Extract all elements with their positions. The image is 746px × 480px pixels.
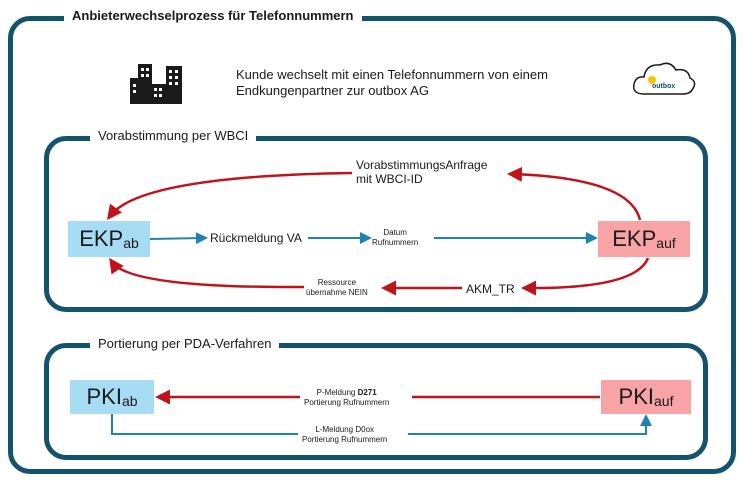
wbci-section-title: Vorabstimmung per WBCI [90, 128, 257, 143]
ekp-auf-sub: auf [656, 235, 676, 251]
ekp-ab-sub: ab [123, 235, 139, 251]
pmeldung-code: D271 [357, 388, 377, 397]
ekp-ab-main: EKP [79, 226, 124, 251]
pda-section-frame [44, 343, 708, 460]
ekp-auf-main: EKP [612, 226, 657, 251]
pki-auf-sub: auf [654, 393, 674, 409]
anfrage-line-1: VorabstimmungsAnfrage [356, 158, 488, 172]
customer-description: Kunde wechselt mit einen Telefonnummern … [236, 67, 548, 99]
datum-line-1: Datum [383, 228, 407, 237]
anfrage-line-2: mit WBCI-ID [356, 172, 423, 186]
pki-auf-main: PKI [618, 384, 654, 409]
outbox-cloud-logo: outbox [632, 62, 696, 95]
ressource-label: Ressource übernahme NEIN [306, 278, 368, 298]
pmeldung-line-2: Portierung Rufnummern [304, 398, 390, 407]
pmeldung-prefix: P-Meldung [316, 388, 358, 397]
anfrage-arrow-right [507, 166, 642, 221]
anfrage-label: VorabstimmungsAnfrage mit WBCI-ID [356, 158, 488, 186]
ressource-line-2: übernahme NEIN [306, 288, 368, 297]
akm-label: AKM_TR [466, 282, 515, 296]
lmeldung-line-left [111, 414, 298, 435]
building-icon [130, 64, 182, 104]
anfrage-arrow-left [106, 171, 353, 220]
customer-line-2: Endkungenpartner zur outbox AG [236, 83, 429, 98]
pmeldung-label: P-Meldung D271 Portierung Rufnummern [304, 388, 390, 408]
datum-line-2: Rufnummern [372, 238, 419, 247]
pda-section-title: Portierung per PDA-Verfahren [90, 336, 280, 351]
lmeldung-line-1: L-Meldung D0ox [315, 425, 375, 434]
lmeldung-line-2: Portierung Rufnummern [302, 435, 388, 444]
ressource-line-1: Ressource [317, 278, 357, 287]
outer-frame [8, 16, 736, 474]
customer-line-1: Kunde wechselt mit einen Telefonnummern … [236, 67, 548, 82]
datum-label: Datum Rufnummern [372, 228, 419, 248]
pmeldung-line-1: P-Meldung D271 [304, 388, 389, 398]
wbci-section-frame [44, 136, 708, 312]
diagram-title: Anbieterwechselprozess für Telefonnummer… [64, 8, 362, 23]
rueckmeldung-label: Rückmeldung VA [210, 231, 302, 245]
pki-ab-main: PKI [86, 384, 122, 409]
lmeldung-label: L-Meldung D0ox Portierung Rufnummern [302, 425, 388, 445]
pki-ab-sub: ab [121, 393, 138, 409]
lmeldung-arrow-right [408, 414, 652, 435]
akm-arrow [521, 257, 650, 296]
outbox-logo-text: outbox [652, 83, 675, 90]
ressource-ekp-ab-arrow [109, 257, 305, 289]
rueckmeldung-arrow [149, 232, 208, 245]
